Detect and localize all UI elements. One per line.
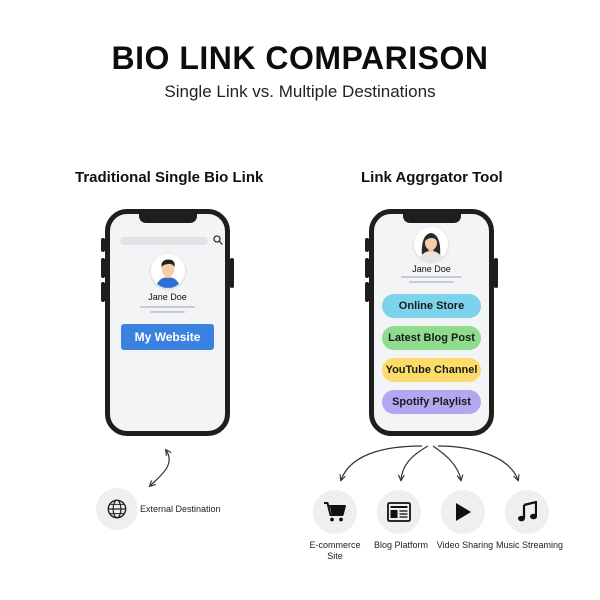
- phone-side-button: [101, 282, 105, 302]
- arrow-to-video: [432, 445, 461, 480]
- ecommerce-label: E-commerce Site: [309, 540, 361, 561]
- phone-notch: [138, 214, 197, 223]
- video-sharing-node: [441, 490, 485, 534]
- link-button-youtube-channel[interactable]: YouTube Channel: [382, 358, 481, 382]
- link-button-latest-blog-post[interactable]: Latest Blog Post: [382, 326, 481, 350]
- avatar: [414, 227, 448, 261]
- phone-side-button: [101, 238, 105, 252]
- bidirectional-arrow: [150, 450, 169, 486]
- phone-side-button: [101, 258, 105, 278]
- globe-icon: [107, 499, 127, 519]
- profile-name: Jane Doe: [148, 292, 187, 302]
- avatar: [151, 254, 185, 288]
- music-streaming-node: [505, 490, 549, 534]
- arrow-to-blog: [401, 445, 429, 480]
- music-streaming-label: Music Streaming: [496, 540, 564, 550]
- bio-text-line: [409, 281, 454, 283]
- profile-name: Jane Doe: [412, 264, 451, 274]
- play-icon: [456, 503, 471, 521]
- search-bar[interactable]: [120, 237, 208, 245]
- link-button-online-store[interactable]: Online Store: [382, 294, 481, 318]
- male-avatar-icon: [151, 254, 185, 288]
- phone-side-button: [230, 258, 234, 288]
- phone-side-button: [494, 258, 498, 288]
- bio-text-line: [401, 276, 462, 278]
- ecommerce-node: [313, 490, 357, 534]
- shopping-cart-icon: [324, 502, 346, 522]
- link-button-spotify-playlist[interactable]: Spotify Playlist: [382, 390, 481, 414]
- phone-side-button: [365, 282, 369, 302]
- bio-text-line: [140, 306, 195, 308]
- left-heading: Traditional Single Bio Link: [75, 169, 264, 186]
- newspaper-icon: [387, 502, 411, 522]
- blog-platform-label: Blog Platform: [373, 540, 429, 550]
- arrow-to-ecommerce: [341, 445, 423, 480]
- external-destination-node: [96, 488, 138, 530]
- search-icon[interactable]: [213, 235, 223, 245]
- page-subtitle: Single Link vs. Multiple Destinations: [164, 82, 436, 101]
- single-link-phone: Jane Doe My Website: [105, 209, 230, 436]
- phone-side-button: [365, 258, 369, 278]
- page-title: BIO LINK COMPARISON: [111, 40, 489, 76]
- music-note-icon: [518, 501, 537, 522]
- bio-text-line: [150, 311, 185, 313]
- link-aggregator-phone: Jane Doe Online Store Latest Blog Post Y…: [369, 209, 494, 436]
- right-heading: Link Aggrgator Tool: [361, 169, 503, 186]
- my-website-button[interactable]: My Website: [121, 324, 214, 350]
- blog-platform-node: [377, 490, 421, 534]
- video-sharing-label: Video Sharing: [436, 540, 494, 550]
- arrow-to-music: [437, 445, 518, 480]
- phone-notch: [402, 214, 461, 223]
- phone-side-button: [365, 238, 369, 252]
- female-avatar-icon: [414, 227, 448, 261]
- external-destination-label: External Destination: [140, 504, 221, 514]
